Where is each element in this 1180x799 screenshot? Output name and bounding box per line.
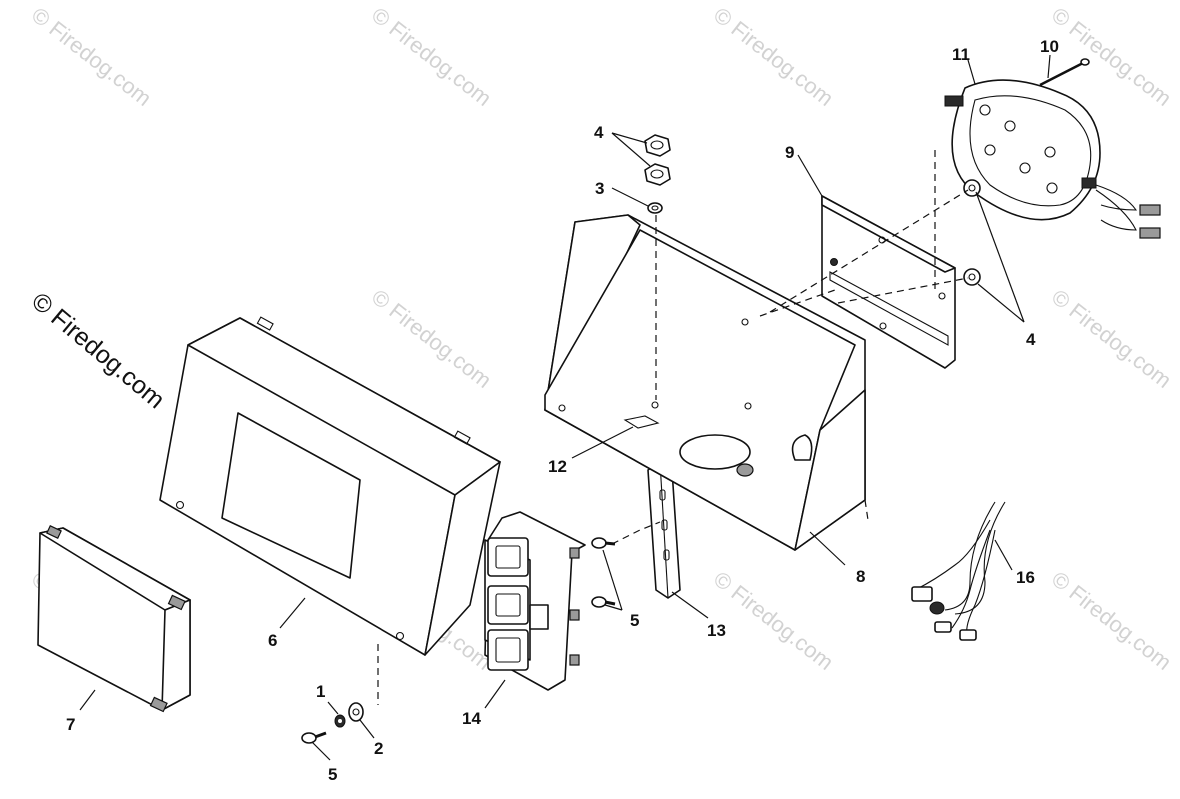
callout-12: 12 bbox=[548, 457, 567, 476]
callout-7: 7 bbox=[66, 715, 75, 734]
part-7-front-cover bbox=[37, 525, 191, 713]
part-1-lockwasher bbox=[334, 714, 346, 728]
watermark-text: © Firedog.com bbox=[1047, 284, 1176, 393]
callout-9: 9 bbox=[785, 143, 794, 162]
part-16-wire-harness bbox=[911, 501, 1006, 641]
callout-1: 1 bbox=[316, 682, 325, 701]
callout-4-right: 4 bbox=[1026, 330, 1036, 349]
watermark-text: © Firedog.com bbox=[1047, 2, 1176, 111]
callout-10: 10 bbox=[1040, 37, 1059, 56]
watermark-text: © Firedog.com bbox=[709, 566, 838, 675]
part-4-nut-upper bbox=[644, 134, 671, 186]
callout-5-lower: 5 bbox=[328, 765, 337, 784]
part-8-enclosure-tray bbox=[544, 214, 866, 551]
callout-2: 2 bbox=[374, 739, 383, 758]
alignment-lines bbox=[377, 150, 969, 705]
callout-8: 8 bbox=[856, 567, 865, 586]
watermark-text: © Firedog.com bbox=[367, 284, 496, 393]
part-3-washer bbox=[647, 202, 663, 214]
callout-16: 16 bbox=[1016, 568, 1035, 587]
callout-4-upper: 4 bbox=[594, 123, 604, 142]
callout-6: 6 bbox=[268, 631, 277, 650]
watermark-text-large: © Firedog.com bbox=[26, 287, 170, 414]
callout-13: 13 bbox=[707, 621, 726, 640]
part-2-flat-washer bbox=[348, 702, 364, 722]
part-10-screw bbox=[1039, 58, 1090, 87]
callout-labels: 4 3 9 10 11 4 12 8 13 5 16 14 6 7 1 2 5 bbox=[66, 37, 1059, 784]
callout-14: 14 bbox=[462, 709, 481, 728]
callout-11: 11 bbox=[952, 45, 970, 64]
watermark-text: © Firedog.com bbox=[709, 2, 838, 111]
watermark-text: © Firedog.com bbox=[367, 2, 496, 111]
watermark-text: © Firedog.com bbox=[27, 2, 156, 111]
watermark-text: © Firedog.com bbox=[1047, 566, 1176, 675]
leader-lines bbox=[79, 54, 1051, 761]
part-6-display-housing bbox=[159, 316, 501, 656]
part-11-hour-meter bbox=[944, 79, 1161, 239]
callout-3: 3 bbox=[595, 179, 604, 198]
part-14-switch-module bbox=[484, 511, 586, 691]
callout-5-right: 5 bbox=[630, 611, 639, 630]
